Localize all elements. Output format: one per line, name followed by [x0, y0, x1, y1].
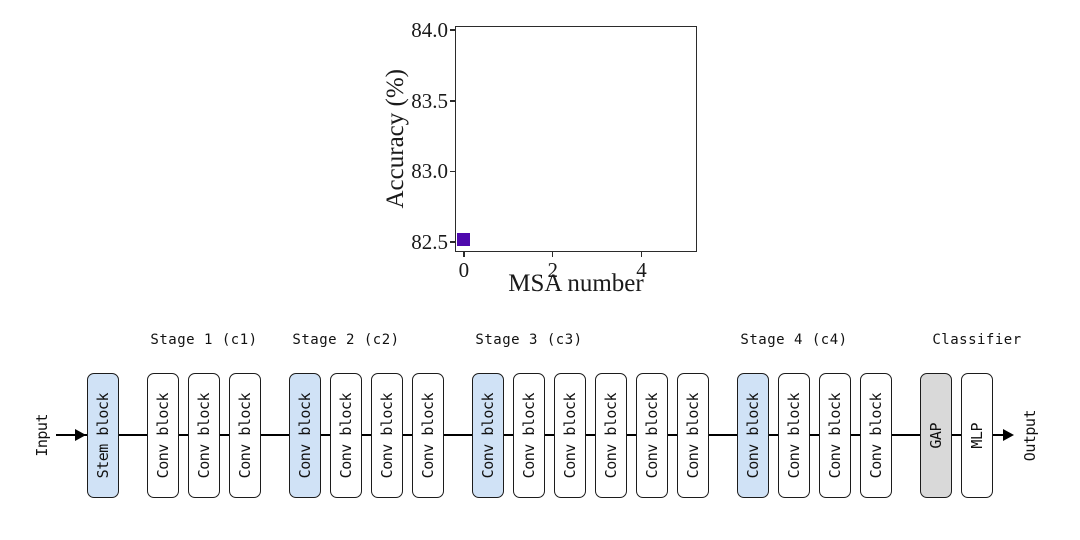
block-label: Stem block — [94, 392, 112, 479]
y-tick-mark — [450, 100, 455, 102]
block-label: Conv block — [744, 392, 762, 479]
conv-block: Conv block — [554, 373, 586, 498]
y-tick-label: 83.5 — [411, 88, 448, 113]
output-label: Output — [1020, 373, 1040, 498]
x-tick-label: 2 — [547, 258, 558, 282]
gap-block: GAP — [920, 373, 952, 498]
y-tick-mark — [450, 29, 455, 31]
conv-block: Conv block — [330, 373, 362, 498]
conv-block: Conv block — [595, 373, 627, 498]
block-label: Conv block — [337, 392, 355, 479]
conv-block: Conv block — [677, 373, 709, 498]
stage-label-stage-4: Stage 4 (c4) — [740, 332, 848, 348]
conv-block: Conv block — [147, 373, 179, 498]
data-point-marker — [457, 232, 471, 246]
block-label: Conv block — [378, 392, 396, 479]
conv-block: Conv block — [860, 373, 892, 498]
output-label-text: Output — [1021, 409, 1039, 462]
stem-block: Stem block — [87, 373, 119, 498]
stage-label-stage-2: Stage 2 (c2) — [292, 332, 400, 348]
y-tick-label: 83.0 — [411, 159, 448, 184]
block-label: Conv block — [296, 392, 314, 479]
conv-block: Conv block — [513, 373, 545, 498]
x-tick-mark — [463, 252, 465, 257]
stage-label-stage-1: Stage 1 (c1) — [150, 332, 258, 348]
block-label: Conv block — [643, 392, 661, 479]
conv-block: Conv block — [819, 373, 851, 498]
block-label: MLP — [968, 422, 986, 449]
block-label: Conv block — [561, 392, 579, 479]
conv-block: Conv block — [472, 373, 504, 498]
stage-label-stage-3: Stage 3 (c3) — [475, 332, 583, 348]
y-tick-label: 84.0 — [411, 18, 448, 43]
block-label: Conv block — [195, 392, 213, 479]
y-tick-mark — [450, 170, 455, 173]
block-label: Conv block — [684, 392, 702, 479]
block-label: Conv block — [154, 392, 172, 479]
x-tick-mark — [551, 252, 554, 257]
y-tick-label: 82.5 — [411, 230, 448, 255]
block-label: Conv block — [826, 392, 844, 479]
input-label: Input — [32, 373, 52, 498]
input-label-text: Input — [33, 414, 51, 457]
x-axis-label: MSA number — [508, 270, 644, 297]
input-arrow-icon — [75, 428, 86, 441]
plot-area — [455, 26, 697, 252]
conv-block: Conv block — [289, 373, 321, 498]
conv-block: Conv block — [229, 373, 261, 498]
x-tick-mark — [640, 252, 643, 257]
block-label: Conv block — [602, 392, 620, 479]
block-label: Conv block — [520, 392, 538, 479]
conv-block: Conv block — [412, 373, 444, 498]
conv-block: Conv block — [371, 373, 403, 498]
block-label: Conv block — [479, 392, 497, 479]
y-tick-mark — [450, 241, 455, 243]
block-label: Conv block — [419, 392, 437, 479]
conv-block: Conv block — [778, 373, 810, 498]
stage-label-classifier: Classifier — [932, 332, 1022, 348]
block-label: GAP — [927, 422, 945, 449]
conv-block: Conv block — [636, 373, 668, 498]
block-label: Conv block — [867, 392, 885, 479]
mlp-block: MLP — [961, 373, 993, 498]
block-label: Conv block — [236, 392, 254, 479]
output-arrow-icon — [1003, 428, 1014, 441]
y-axis-label: Accuracy (%) — [380, 26, 412, 252]
x-tick-label: 4 — [636, 258, 647, 282]
conv-block: Conv block — [737, 373, 769, 498]
block-label: Conv block — [785, 392, 803, 479]
conv-block: Conv block — [188, 373, 220, 498]
x-tick-label: 0 — [458, 258, 470, 282]
